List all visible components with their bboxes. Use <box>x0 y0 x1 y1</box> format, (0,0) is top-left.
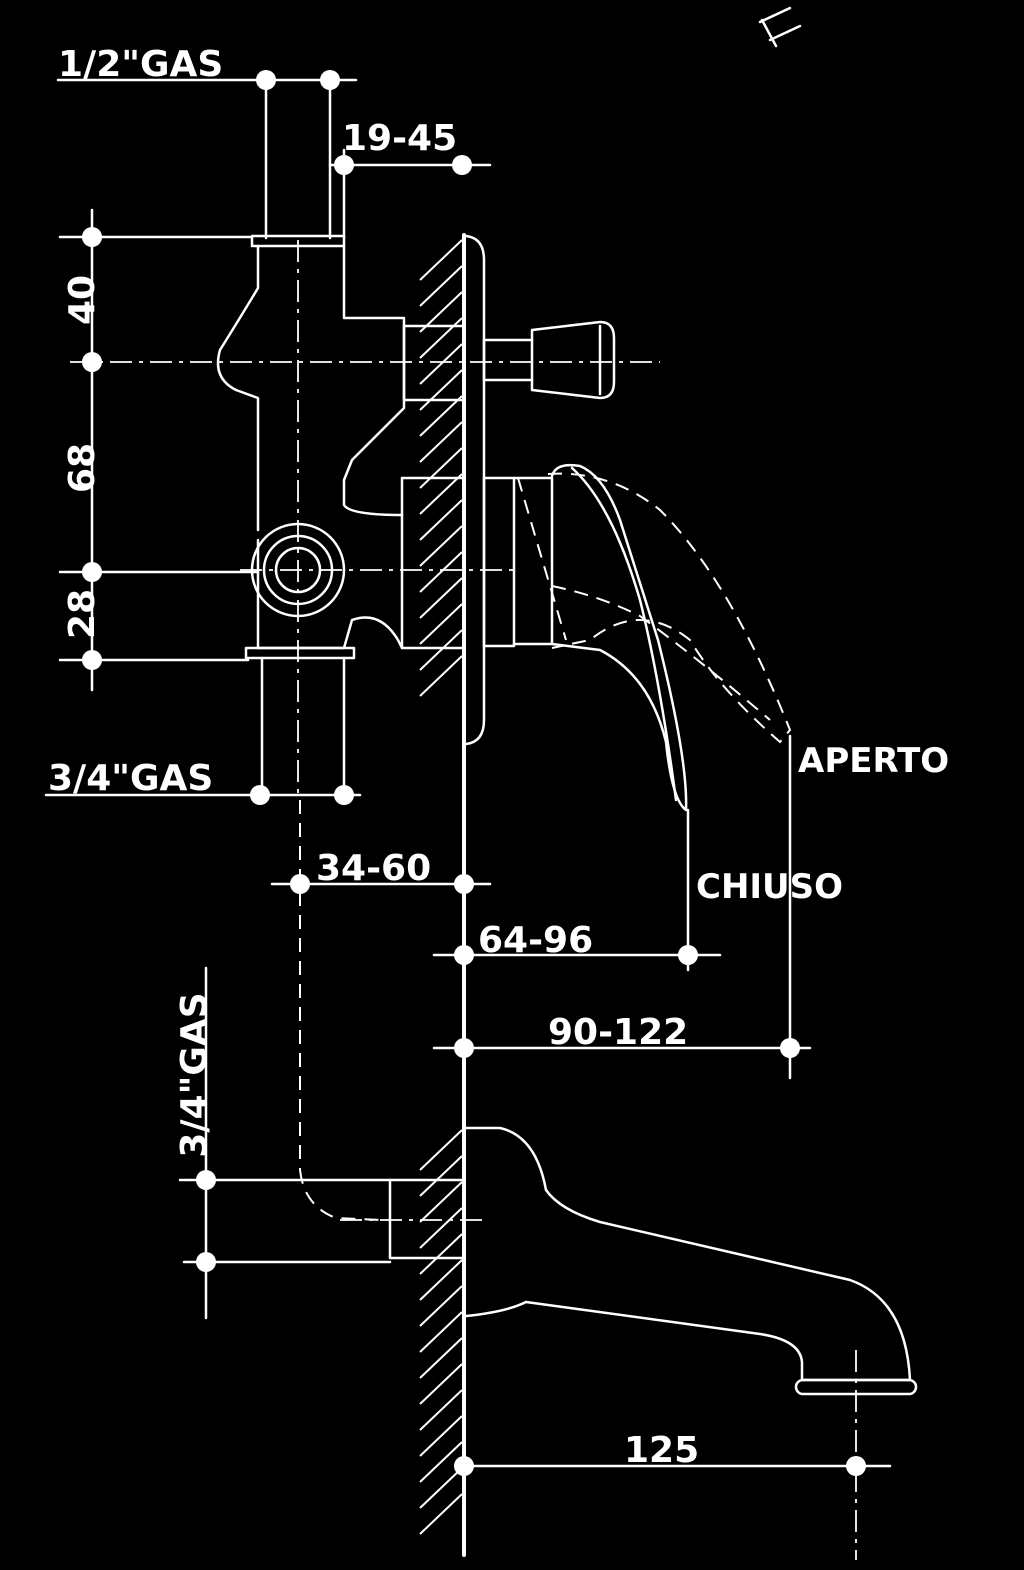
wall-hatching <box>419 239 463 1535</box>
hatch-line <box>419 1389 463 1431</box>
hatch-line <box>419 421 463 463</box>
hatch-line <box>419 343 463 385</box>
label-height-28: 28 <box>62 589 103 639</box>
corner-fragment <box>758 6 802 48</box>
label-lever-closed: 64-96 <box>478 920 593 961</box>
hatch-line <box>419 1181 463 1223</box>
hatch-line <box>419 1285 463 1327</box>
hatch-line <box>419 603 463 645</box>
hatch-line <box>419 239 463 281</box>
hatch-line <box>419 317 463 359</box>
hatch-line <box>419 1493 463 1535</box>
center-lines <box>70 240 857 1560</box>
hatch-line <box>419 1129 463 1171</box>
label-offset-body: 34-60 <box>316 848 431 889</box>
hatch-line <box>419 499 463 541</box>
hatch-line <box>419 1155 463 1197</box>
wall <box>419 233 466 1557</box>
hatch-line <box>419 369 463 411</box>
labels: 1/2"GAS 19-45 40 68 28 3/4"GAS 34-60 64-… <box>48 44 949 1471</box>
escutcheon-plate <box>464 234 486 746</box>
hatch-line <box>419 447 463 489</box>
label-top-inlet: 1/2"GAS <box>58 44 223 85</box>
hatch-line <box>419 551 463 593</box>
hatch-line <box>419 473 463 515</box>
hatch-line <box>419 1467 463 1509</box>
hatch-line <box>419 1259 463 1301</box>
supply-pipe-hidden <box>299 800 381 1221</box>
hatch-line <box>419 525 463 567</box>
diverter-knob <box>482 320 616 400</box>
label-spout-inlet: 3/4"GAS <box>174 992 215 1157</box>
hatch-line <box>419 1311 463 1353</box>
label-height-40: 40 <box>62 275 103 325</box>
dimension-lines <box>44 70 892 1476</box>
hatch-line <box>419 629 463 671</box>
hatch-line <box>419 1415 463 1457</box>
hatch-line <box>419 1233 463 1275</box>
hatch-line <box>419 1337 463 1379</box>
hatch-line <box>419 395 463 437</box>
hatch-line <box>419 1441 463 1483</box>
label-lever-open: 90-122 <box>548 1012 688 1053</box>
label-state-closed: CHIUSO <box>696 867 843 907</box>
hatch-line <box>419 265 463 307</box>
hatch-line <box>419 655 463 697</box>
label-state-open: APERTO <box>798 741 949 781</box>
hatch-line <box>419 577 463 619</box>
label-spout-length: 125 <box>624 1430 699 1471</box>
label-bottom-inlet: 3/4"GAS <box>48 758 213 799</box>
hatch-line <box>419 1207 463 1249</box>
hatch-line <box>419 1363 463 1405</box>
label-offset-top: 19-45 <box>342 118 457 159</box>
lever-handle <box>482 463 792 812</box>
valve-body <box>216 88 466 802</box>
spout <box>388 1126 918 1396</box>
label-height-68: 68 <box>62 443 103 493</box>
